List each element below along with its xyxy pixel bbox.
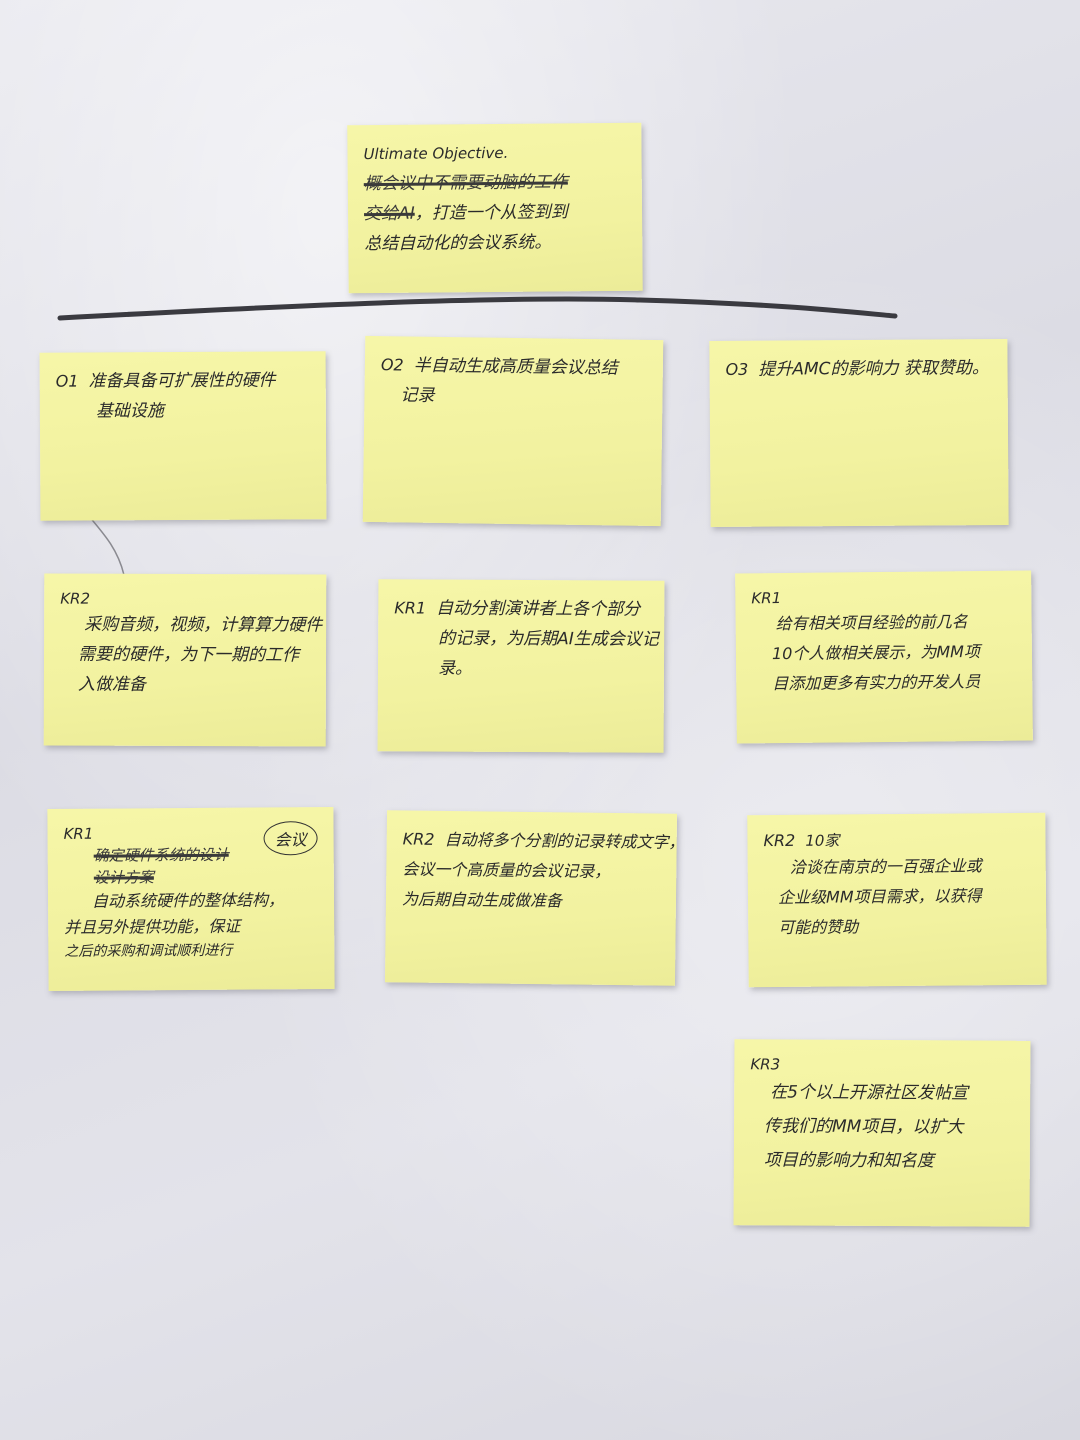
kr-head: KR2 [60, 589, 91, 608]
kr-line-2: 10个人做相关展示，为MM项 [771, 641, 981, 664]
kr-note-o1-kr1[interactable]: KR1 会议 确定硬件系统的设计 设计方案 自动系统硬件的整体结构， 并且另外提… [47, 807, 335, 991]
kr-head: KR1 [751, 589, 782, 608]
kr-line-1: 洽谈在南京的一百强企业或 [789, 856, 982, 877]
ultimate-objective-line-2: 交给AI，打造一个从签到到 [363, 202, 568, 225]
kr-line-1: 在5个以上开源社区发帖宣 [770, 1082, 969, 1104]
kr-line-1: 给有相关项目经验的前几名 [775, 612, 968, 634]
objective-o1-line-2: 基础设施 [95, 401, 164, 422]
kr-struck-line-2: 设计方案 [93, 868, 154, 887]
kr-line-2: 会议一个高质量的会议记录， [402, 859, 611, 881]
ultimate-objective-line-1: 概会议中不需要动脑的工作 [363, 172, 568, 195]
kr-line-3: 目添加更多有实力的开发人员 [772, 671, 981, 694]
kr-line-2: 传我们的MM项目，以扩大 [763, 1116, 964, 1138]
objective-o2-line-2: 记录 [400, 385, 435, 406]
kr-note-o3-kr1[interactable]: KR1 给有相关项目经验的前几名 10个人做相关展示，为MM项 目添加更多有实力… [735, 570, 1033, 744]
kr-line-2: 企业级MM项目需求，以获得 [777, 886, 982, 908]
kr-line-3: 入做准备 [77, 674, 146, 695]
kr-line-2: 需要的硬件，为下一期的工作 [77, 644, 300, 666]
kr-line-3: 为后期自动生成做准备 [401, 889, 563, 911]
ultimate-objective-title: Ultimate Objective. [363, 143, 509, 164]
kr-line-1: 自动系统硬件的整体结构， [91, 890, 285, 911]
kr-note-o1-kr2[interactable]: KR2 采购音频，视频，计算算力硬件 需要的硬件，为下一期的工作 入做准备 [43, 573, 327, 747]
ultimate-objective-line-3: 总结自动化的会议系统。 [364, 232, 552, 255]
kr-line-2: 并且另外提供功能，保证 [64, 916, 241, 937]
meeting-badge: 会议 [263, 821, 318, 856]
kr-line-3: 项目的影响力和知名度 [763, 1150, 934, 1172]
kr-note-o3-kr3[interactable]: KR3 在5个以上开源社区发帖宣 传我们的MM项目，以扩大 项目的影响力和知名度 [733, 1039, 1031, 1227]
kr-line-1: 采购音频，视频，计算算力硬件 [84, 614, 323, 636]
kr-line-3: 录。 [437, 658, 473, 679]
kr-line-3: 之后的采购和调试顺利进行 [64, 942, 233, 960]
kr-line-3: 可能的赞助 [778, 917, 859, 938]
ultimate-objective-note[interactable]: Ultimate Objective. 概会议中不需要动脑的工作 交给AI，打造… [347, 122, 643, 294]
kr-head: KR3 [750, 1055, 781, 1074]
kr-line-2: 的记录，为后期AI生成会议记 [438, 628, 659, 650]
